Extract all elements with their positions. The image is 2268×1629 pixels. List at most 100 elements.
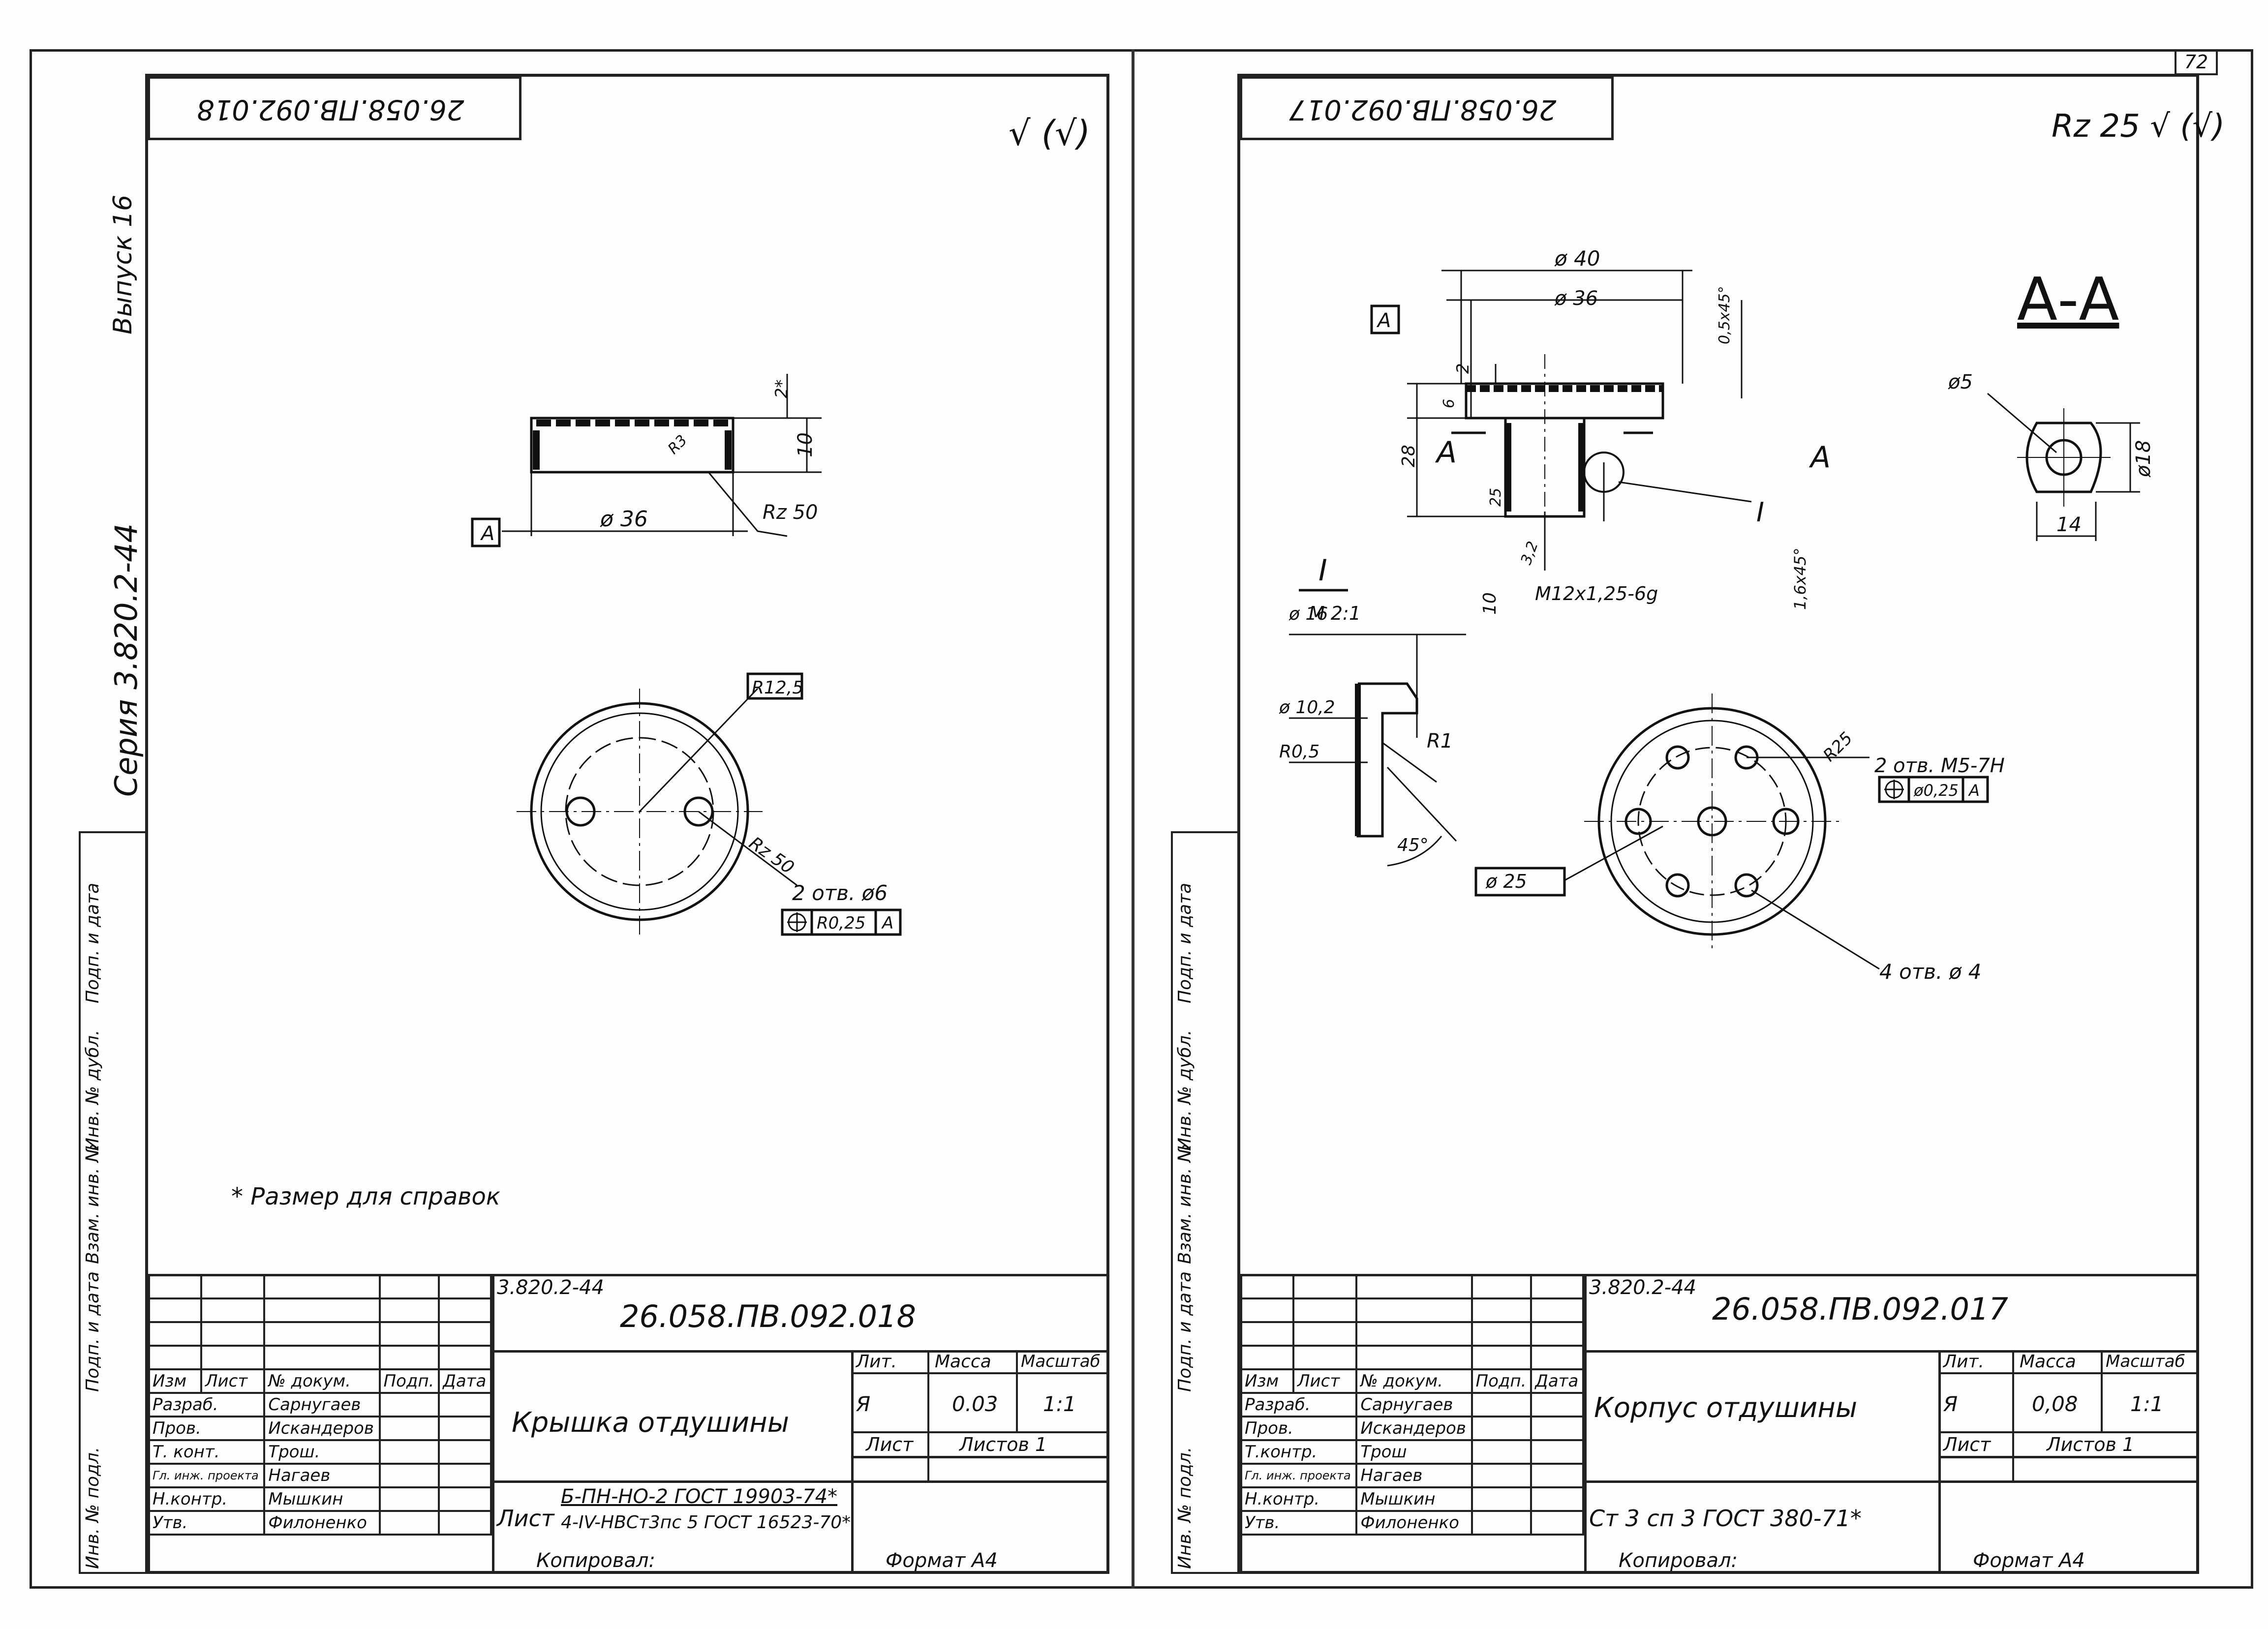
name-row: Сарнугаев <box>1355 1392 1473 1418</box>
scan-outer-frame <box>30 49 2253 1589</box>
name-row: Нагаев <box>263 1463 381 1488</box>
right-tb-scale: 1:1 <box>2130 1392 2164 1416</box>
right-tb-sheets-h: Листов 1 <box>2047 1434 2135 1455</box>
sheet-divider <box>1132 49 1134 1589</box>
right-tb-format: Формат А4 <box>1973 1549 2085 1572</box>
sec-14: 14 <box>2056 513 2082 536</box>
left-tb-mass-h: Масса <box>935 1352 991 1372</box>
sec-d18: ø18 <box>2132 440 2155 478</box>
strip-label-3: Взам. инв. № <box>83 1144 103 1264</box>
role-row: Пров. <box>147 1416 266 1441</box>
tb-right-hline2 <box>1938 1456 2199 1458</box>
role-row: Н.контр. <box>147 1486 266 1512</box>
right-top-code-box <box>1240 76 1614 140</box>
role-row: Разраб. <box>147 1392 266 1418</box>
dim-chamfer: 2* <box>772 379 792 398</box>
strip-label-r5: Подп. и дата <box>1175 882 1195 1003</box>
detail-scale: М 2:1 <box>1309 603 1361 624</box>
col-izm: Изм <box>148 1368 202 1394</box>
tol-datum: A <box>1968 781 1980 800</box>
tb-left-hline3 <box>492 1480 1109 1483</box>
right-tb-material: Ст 3 сп 3 ГОСТ 380-71* <box>1589 1505 1862 1532</box>
role-row: Т.контр. <box>1239 1439 1358 1465</box>
right-tb-scale-h: Масштаб <box>2106 1352 2185 1371</box>
col-list: Лист <box>200 1368 266 1394</box>
name-row: Трош <box>1355 1439 1473 1465</box>
dim-d36-right: ø 36 <box>1554 287 1598 310</box>
right-roughness-mark: Rz 25 √ (√) <box>2052 108 2225 145</box>
name-row: Филоненко <box>263 1510 381 1536</box>
col-sign: Подп. <box>1471 1368 1532 1394</box>
datum-a-box-right <box>1370 304 1400 334</box>
ra-mark: 3,2 <box>1518 539 1542 567</box>
right-top-code: 26.058.ПВ.092.017 <box>1289 93 1557 125</box>
dim-h25: 25 <box>1487 488 1504 507</box>
detail-r05: R0,5 <box>1279 742 1319 762</box>
left-tb-sheets-h: Листов 1 <box>959 1434 1047 1455</box>
section-title: А-А <box>2017 266 2119 334</box>
left-tb-scale-h: Масштаб <box>1021 1352 1101 1371</box>
left-tb-code: 26.058.ПВ.092.018 <box>620 1298 916 1334</box>
col-doc: № докум. <box>263 1368 381 1394</box>
tb-right-hline <box>1584 1350 2199 1353</box>
right-drawing: ø 40 ø 36 A 0,5x45° 2 6 28 25 10 3,2 M12… <box>1279 246 2155 984</box>
roughness-rz50: Rz 50 <box>763 501 818 524</box>
name-row: Трош. <box>263 1439 381 1465</box>
datum-a-label: A <box>480 522 494 545</box>
role-row: Утв. <box>147 1510 266 1536</box>
strip-label-5: Подп. и дата <box>83 882 103 1003</box>
tb-left-hline4 <box>851 1372 1109 1374</box>
bolt-circle-box <box>1474 867 1566 897</box>
holes-bottom-note: 4 отв. ø 4 <box>1879 960 1981 984</box>
left-top-code-box <box>148 76 521 140</box>
left-tb-mass: 0.03 <box>952 1392 998 1416</box>
right-tb-series: 3.820.2-44 <box>1589 1276 1697 1299</box>
strip-label-r2: Подп. и дата <box>1175 1271 1195 1392</box>
cut-left: А <box>1435 435 1457 470</box>
role-row: Разраб. <box>1239 1392 1358 1418</box>
sec-d5: ø5 <box>1948 371 1973 393</box>
dim-chamfer-bottom: 1,6x45° <box>1791 547 1809 610</box>
left-tb-format: Формат А4 <box>886 1549 998 1572</box>
radius-box <box>746 672 803 700</box>
detail-ref: I <box>1756 497 1764 528</box>
left-tb-sheet-h: Лист <box>866 1434 914 1455</box>
tb-right-vline2 <box>1938 1350 1941 1574</box>
name-row: Филоненко <box>1355 1510 1473 1536</box>
col-doc: № докум. <box>1355 1368 1473 1394</box>
left-tb-lit-h: Лит. <box>856 1352 897 1372</box>
name-row: Нагаев <box>1355 1463 1473 1488</box>
position-tol-datum: A <box>881 913 893 933</box>
strip-label-4: Инв. № дубл. <box>83 1029 103 1151</box>
detail-r1: R1 <box>1427 730 1453 753</box>
datum-box-a <box>471 517 501 547</box>
left-roughness-mark: √ (√) <box>1009 113 1091 153</box>
dim-height: 10 <box>794 432 817 457</box>
issue-label: Выпуск 16 <box>108 194 138 334</box>
bolt-circle-label: ø 25 <box>1485 871 1527 892</box>
name-row: Сарнугаев <box>263 1392 381 1418</box>
role-row: Утв. <box>1239 1510 1358 1536</box>
dim-h6: 6 <box>1440 399 1458 408</box>
cap-section-outline <box>530 417 735 474</box>
holes-top-note: 2 отв. М5-7Н <box>1874 754 2005 777</box>
thread-label: M12x1,25-6g <box>1535 583 1658 604</box>
strip-label-1: Инв. № подл. <box>83 1447 103 1569</box>
role-row: Пров. <box>1239 1416 1358 1441</box>
dim-d40: ø 40 <box>1554 246 1600 271</box>
col-list: Лист <box>1292 1368 1358 1394</box>
col-date: Дата <box>438 1368 492 1394</box>
dim-h2: 2 <box>1453 363 1473 374</box>
tb-right-hline4 <box>1938 1372 2199 1374</box>
col-izm: Изм <box>1240 1368 1294 1394</box>
section-aa-profile <box>2025 422 2102 493</box>
left-tb-name: Крышка отдушины <box>512 1407 789 1439</box>
tb-left-vline3 <box>927 1350 929 1480</box>
inner-radius: R3 <box>665 432 691 458</box>
col-sign: Подп. <box>378 1368 440 1394</box>
tb-left-hline <box>492 1350 1109 1353</box>
strip-label-r1: Инв. № подл. <box>1175 1447 1195 1569</box>
right-tb-mass: 0,08 <box>2032 1392 2078 1416</box>
detail-d16: ø 16 <box>1288 604 1328 624</box>
left-tb-scale: 1:1 <box>1043 1392 1076 1416</box>
